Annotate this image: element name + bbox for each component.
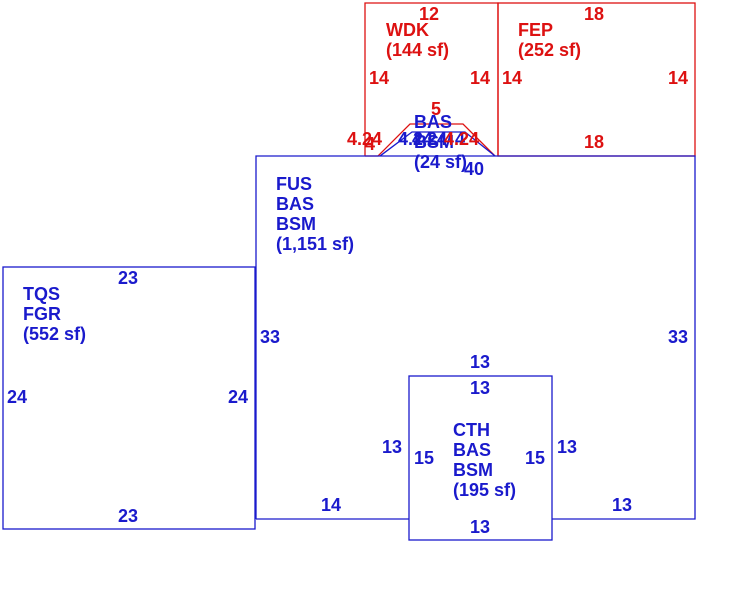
dim-cth-left-inner: 15 xyxy=(414,448,434,468)
dim-wdk-left: 14 xyxy=(369,68,389,88)
dim-fus-left: 33 xyxy=(260,327,280,347)
dim-cth-right-outer: 13 xyxy=(557,437,577,457)
fep-label: FEP (252 sf) xyxy=(518,20,581,60)
dim-fus-top-bay: 40 xyxy=(464,159,484,179)
dim-tqs-top: 23 xyxy=(118,268,138,288)
dim-cth-left-outer: 13 xyxy=(382,437,402,457)
dim-red-bay-left-b: 4 xyxy=(365,134,375,154)
wdk-label: WDK (144 sf) xyxy=(386,20,449,60)
dim-fus-bottom-left: 14 xyxy=(321,495,341,515)
dim-fus-right: 33 xyxy=(668,327,688,347)
dim-wdk-top: 12 xyxy=(419,4,439,24)
dim-cth-top-inner: 13 xyxy=(470,378,490,398)
dim-cth-top-outer: 13 xyxy=(470,352,490,372)
dim-tqs-right: 24 xyxy=(228,387,248,407)
fus-label: FUS BAS BSM (1,151 sf) xyxy=(276,174,354,254)
cth-outline xyxy=(408,375,553,541)
dim-tqs-bottom: 23 xyxy=(118,506,138,526)
dim-fep-bottom: 18 xyxy=(584,132,604,152)
tqs-label: TQS FGR (552 sf) xyxy=(23,284,86,344)
blue-bay-outline xyxy=(379,131,496,157)
dim-cth-bottom: 13 xyxy=(470,517,490,537)
dim-blue-bay-right: 4 xyxy=(455,129,465,149)
dim-tqs-left: 24 xyxy=(7,387,27,407)
dim-fus-bottom-right: 13 xyxy=(612,495,632,515)
dim-red-bay-left-a: 4.24 xyxy=(347,129,382,149)
dim-red-bay-top: 5 xyxy=(431,99,441,119)
dim-blue-bay-left: 4.24 xyxy=(398,129,433,149)
dim-cth-right-inner: 15 xyxy=(525,448,545,468)
bay-label: BAS BSM (24 sf) xyxy=(414,112,467,172)
dim-blue-bay-mid: 4.24 xyxy=(412,129,447,149)
cth-label: CTH BAS BSM (195 sf) xyxy=(453,420,516,500)
dim-wdk-right: 14 xyxy=(470,68,490,88)
dim-fep-right: 14 xyxy=(668,68,688,88)
dim-fep-top: 18 xyxy=(584,4,604,24)
dim-red-bay-right: 4.24 xyxy=(444,129,479,149)
fus-outline xyxy=(255,155,696,520)
tqs-outline xyxy=(2,266,256,530)
dim-fep-left: 14 xyxy=(502,68,522,88)
